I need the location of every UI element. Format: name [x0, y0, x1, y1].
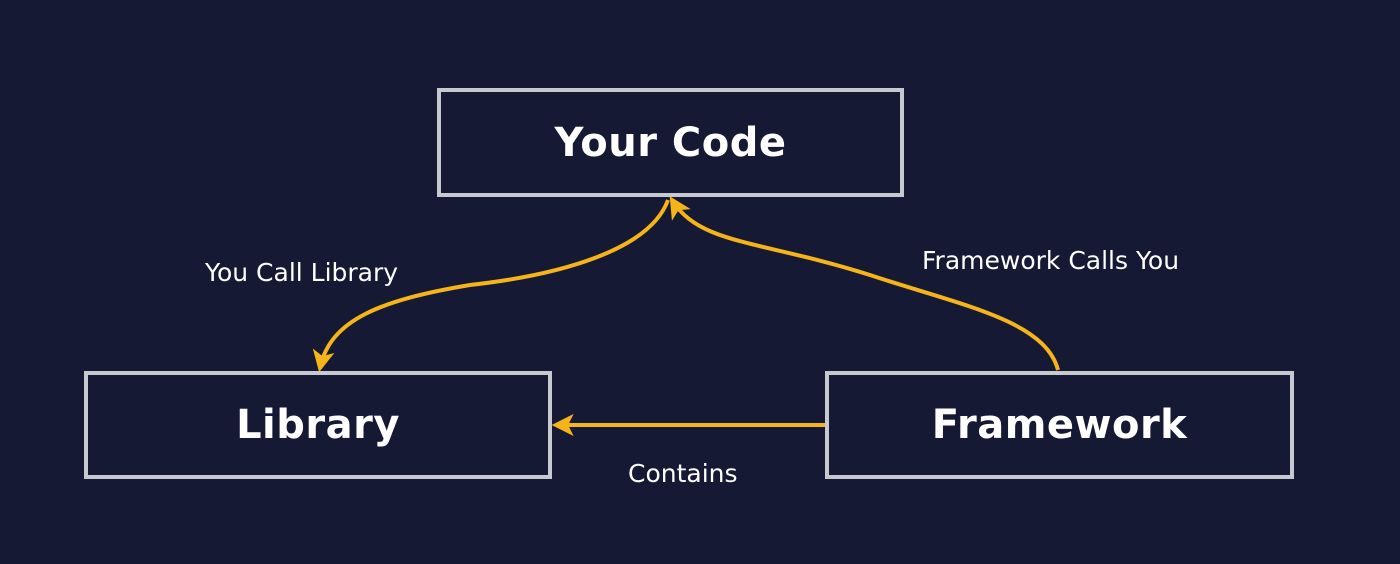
node-library-label: Library [236, 402, 400, 448]
node-your-code: Your Code [437, 88, 904, 197]
node-library: Library [84, 371, 552, 479]
node-framework: Framework [825, 371, 1294, 479]
edge-label-contains: Contains [628, 459, 738, 488]
edge-label-framework-calls-you: Framework Calls You [922, 246, 1180, 275]
node-framework-label: Framework [931, 402, 1188, 448]
arrow-you-call-library [312, 199, 670, 373]
edge-label-you-call-library: You Call Library [205, 258, 399, 287]
arrow-framework-calls-you [669, 196, 1060, 371]
node-your-code-label: Your Code [554, 119, 787, 166]
